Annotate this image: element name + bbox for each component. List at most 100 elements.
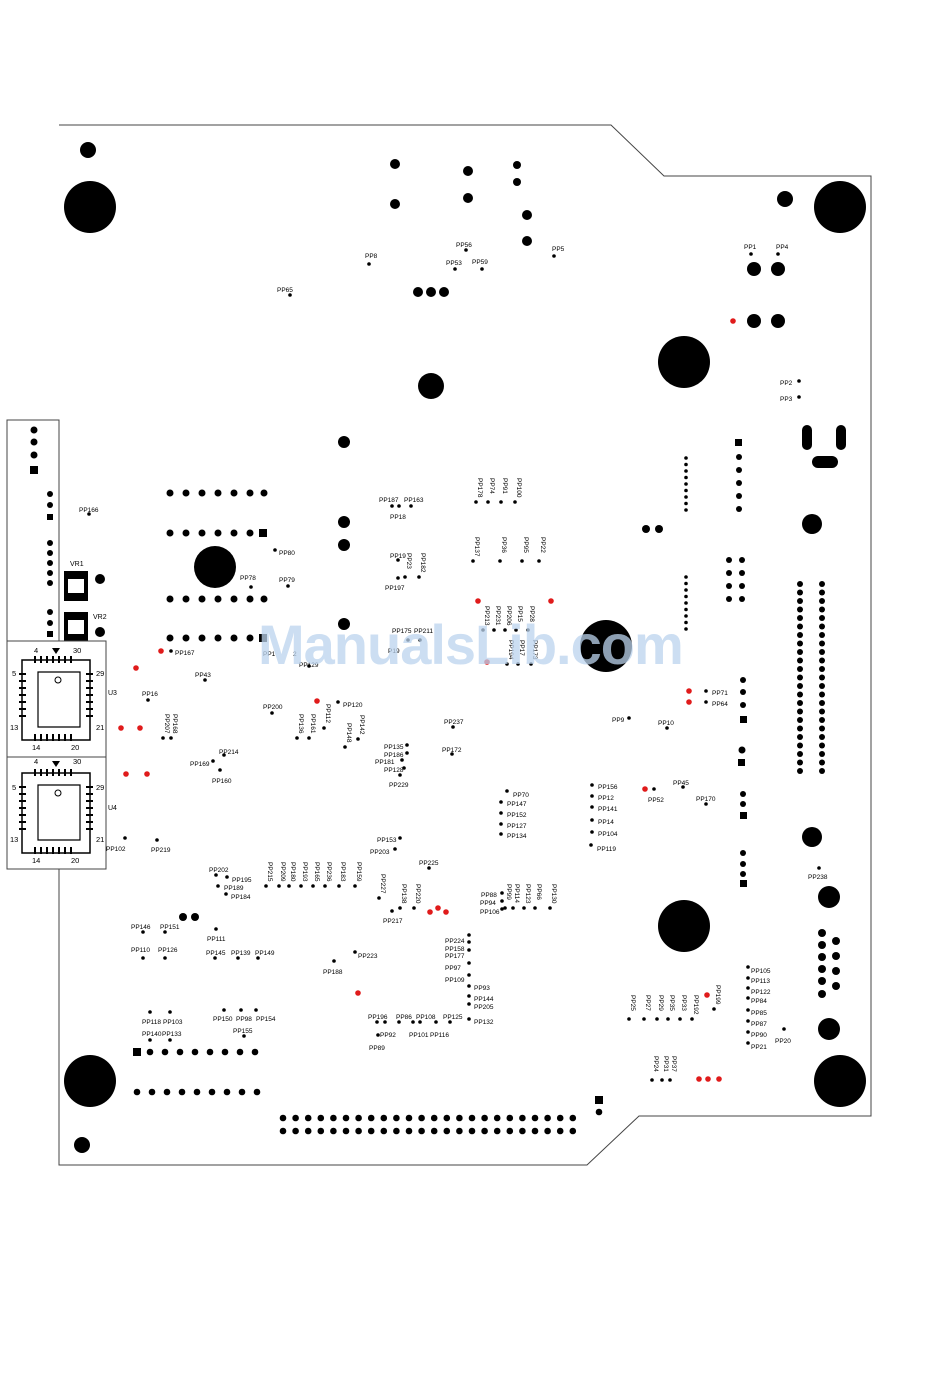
header-pad	[740, 677, 746, 683]
test-point-label: PP101	[409, 1032, 429, 1039]
mounting-hole	[580, 620, 632, 672]
header-pad	[819, 649, 825, 655]
test-point-vertical: PP209	[277, 862, 286, 888]
test-point-label: PP138	[400, 884, 407, 904]
test-point: PP126	[158, 947, 178, 960]
test-point-vertical: PP231	[492, 606, 501, 632]
test-point-dot	[403, 575, 407, 579]
svg-text:4: 4	[34, 646, 38, 655]
test-point-label: PP1	[744, 244, 757, 251]
test-point-dot	[405, 743, 409, 747]
test-point-dot	[746, 996, 750, 1000]
test-point: PP133	[162, 1031, 182, 1042]
test-point-vertical: PP199	[712, 985, 721, 1011]
test-point-vertical: PP182	[417, 553, 426, 579]
header-pad	[797, 734, 803, 740]
test-point-dot	[396, 576, 400, 580]
header-pad	[736, 467, 742, 473]
header-pad	[253, 1088, 261, 1096]
test-point-vertical: PP37	[668, 1056, 677, 1082]
header-pad	[797, 615, 803, 621]
test-point-label: PP19	[390, 553, 406, 560]
header-pad	[569, 1127, 577, 1135]
header-pad	[740, 716, 747, 723]
header-pad	[178, 1088, 186, 1096]
header-pad	[797, 640, 803, 647]
header-pad	[456, 1114, 463, 1122]
test-point-label: PP104	[598, 831, 618, 838]
test-point-label: PP133	[162, 1031, 182, 1038]
test-point-label: PP150	[213, 1016, 233, 1023]
bottom-header-connectors	[133, 913, 603, 1135]
test-point-dot	[552, 254, 556, 258]
test-point-dot	[467, 933, 471, 937]
test-point-dot	[396, 558, 400, 562]
test-point-dot	[503, 906, 507, 910]
test-point-dot	[782, 1027, 786, 1031]
test-point-vertical: PP22	[537, 537, 546, 563]
svg-text:14: 14	[32, 856, 40, 865]
header-pad	[380, 1127, 388, 1135]
test-point-dot	[383, 1020, 387, 1024]
header-pad	[740, 791, 746, 797]
header-pad	[819, 589, 825, 596]
test-point-dot	[402, 766, 406, 770]
header-pad	[797, 725, 803, 732]
test-point-label: PP71	[712, 690, 728, 697]
header-pad	[342, 1114, 350, 1122]
header-pad	[251, 1048, 259, 1056]
test-point-vertical: PP31	[660, 1056, 669, 1082]
test-point: PP189	[216, 884, 244, 892]
header-pad	[569, 1114, 577, 1122]
test-point: PP71	[704, 689, 728, 697]
test-point-label: PP130	[550, 884, 557, 904]
test-point: PP145	[206, 950, 226, 960]
test-point-dot	[500, 907, 504, 911]
test-point: PP110	[131, 947, 150, 960]
header-pad	[819, 623, 825, 630]
header-pad	[684, 601, 688, 605]
test-point: PP160	[212, 768, 232, 785]
test-point: PP223	[353, 950, 378, 960]
test-point: PP52	[648, 787, 664, 804]
header-pad	[481, 1114, 488, 1122]
header-pad	[418, 1114, 425, 1122]
test-point-dot	[480, 267, 484, 271]
test-point-label: PP102	[106, 846, 126, 853]
test-point: PP98	[236, 1008, 252, 1023]
test-point-dot	[225, 875, 229, 879]
test-point-vertical: PP138	[398, 884, 407, 910]
test-point-label: PP213	[483, 606, 490, 626]
test-point-label: PP197	[385, 585, 405, 592]
header-pad	[740, 871, 746, 877]
test-point: PP84	[746, 996, 767, 1005]
test-point: PP43	[195, 672, 211, 682]
test-point-dot	[511, 906, 515, 910]
header-pad	[739, 596, 745, 602]
test-point-dot	[746, 1041, 750, 1045]
test-point-dot	[169, 649, 173, 653]
test-point: PP1	[744, 244, 757, 256]
test-point-dot	[161, 736, 165, 740]
test-point-dot	[417, 575, 421, 579]
header-pad	[736, 493, 742, 499]
test-point: PP132	[467, 1017, 494, 1026]
test-point: PP200	[263, 704, 283, 715]
test-point-dot	[377, 896, 381, 900]
header-pad	[133, 1088, 141, 1096]
test-point: PP187	[379, 497, 399, 508]
test-point-label: PP215	[266, 862, 273, 882]
test-point-label: PP5	[552, 246, 565, 253]
test-point: PP9	[612, 716, 631, 724]
test-point-dot	[749, 252, 753, 256]
test-point-dot	[141, 930, 145, 934]
test-point-dot	[264, 884, 268, 888]
test-point-dot	[746, 986, 750, 990]
test-point-dot	[163, 930, 167, 934]
test-point: PP139	[231, 950, 251, 960]
test-point-vertical: PP183	[337, 862, 346, 888]
test-point-label: PP84	[751, 998, 767, 1005]
header-pad	[519, 1127, 526, 1135]
test-point-dot	[590, 805, 594, 809]
